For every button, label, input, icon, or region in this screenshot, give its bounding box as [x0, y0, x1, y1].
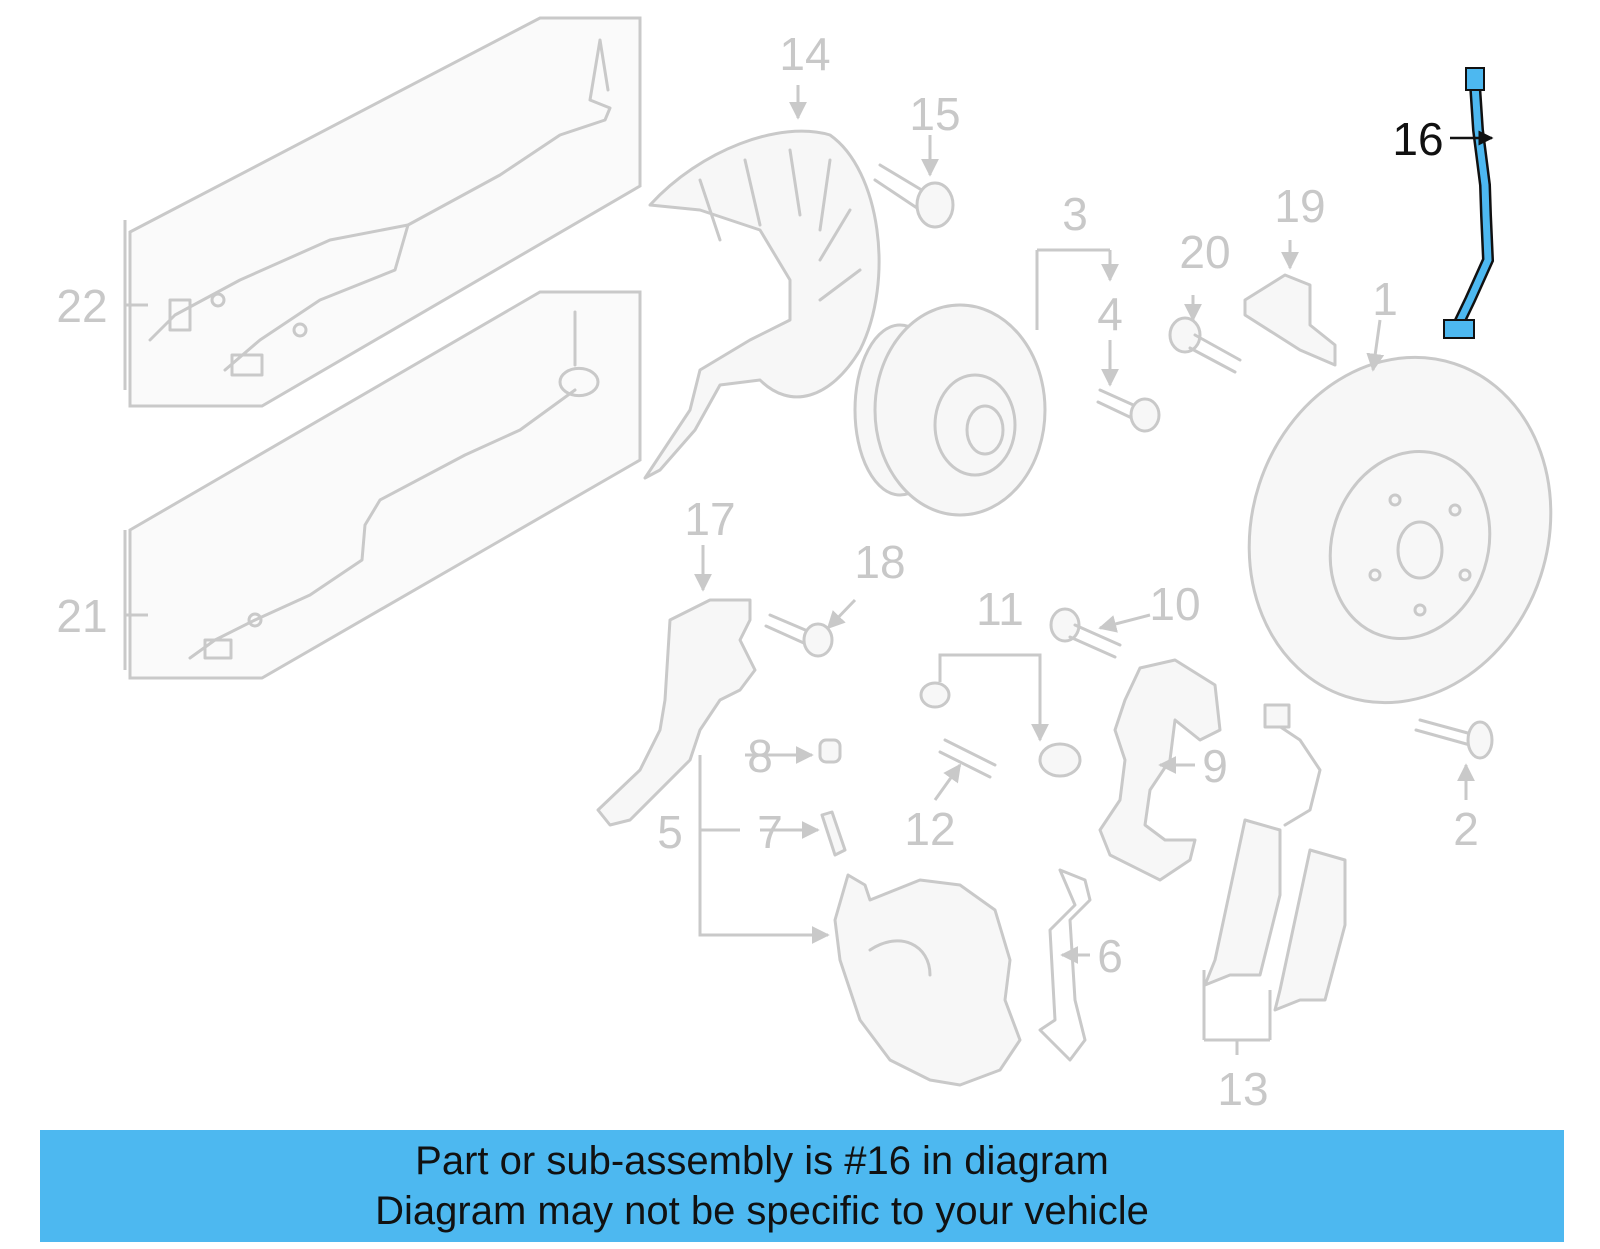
callout-6: 6	[1097, 930, 1123, 982]
callout-20: 20	[1179, 226, 1230, 278]
callout-12: 12	[904, 803, 955, 855]
part-16-brake-hose	[1443, 67, 1495, 339]
part-5-caliper	[833, 873, 1022, 1087]
part-4-bolt	[1096, 388, 1161, 433]
callout-11: 11	[976, 583, 1024, 635]
leader-lines	[123, 85, 1475, 1055]
part-13-brake-pads	[1203, 703, 1347, 1012]
callout-16: 16	[1392, 113, 1443, 165]
caption-banner: Part or sub-assembly is #16 in diagram D…	[40, 1130, 1564, 1242]
callout-15: 15	[909, 88, 960, 140]
callout-21: 21	[56, 590, 107, 642]
part-22-sensor-harness	[128, 16, 642, 408]
part-21-sensor-harness	[128, 290, 642, 680]
callout-4: 4	[1097, 288, 1123, 340]
callout-17: 17	[684, 493, 735, 545]
callout-13: 13	[1217, 1063, 1268, 1115]
part-1-brake-rotor	[1247, 355, 1553, 705]
caption-line-2: Diagram may not be specific to your vehi…	[375, 1189, 1149, 1233]
callout-1: 1	[1372, 273, 1398, 325]
callout-5: 5	[657, 806, 683, 858]
part-15-bolt	[873, 163, 955, 229]
callout-7: 7	[757, 806, 783, 858]
callout-19: 19	[1274, 180, 1325, 232]
callout-18: 18	[854, 536, 905, 588]
callout-8: 8	[747, 730, 773, 782]
part-12-guide-pin	[938, 738, 997, 779]
callout-3: 3	[1062, 188, 1088, 240]
part-18-bolt	[764, 613, 834, 658]
part-3-hub-bearing	[853, 303, 1047, 517]
part-14-dust-shield	[643, 129, 881, 480]
part-11-bushings	[919, 681, 1082, 778]
part-8-bleeder-cap	[818, 738, 842, 764]
callout-9: 9	[1202, 740, 1228, 792]
part-2-screw	[1414, 718, 1494, 760]
part-7-bleeder-screw	[820, 810, 847, 857]
part-17-bracket	[596, 598, 757, 827]
part-10-bolt	[1049, 607, 1122, 659]
caption-line-1: Part or sub-assembly is #16 in diagram	[415, 1139, 1109, 1183]
callout-2: 2	[1453, 803, 1479, 855]
part-19-bracket	[1243, 273, 1337, 367]
callout-14: 14	[779, 28, 830, 80]
part-20-bolt	[1168, 316, 1242, 374]
callout-10: 10	[1149, 578, 1200, 630]
callout-22: 22	[56, 280, 107, 332]
part-6-spring-clip	[1038, 868, 1092, 1062]
